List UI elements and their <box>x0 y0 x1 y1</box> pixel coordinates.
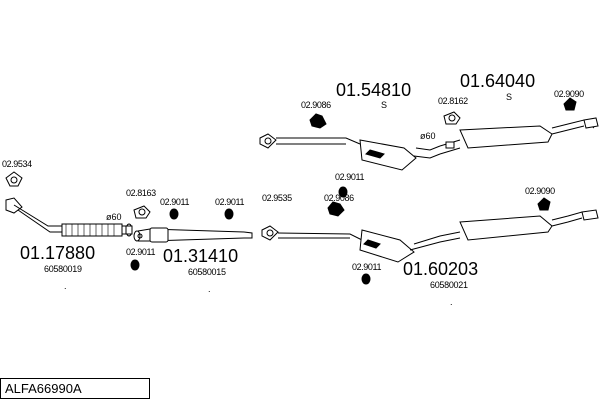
label-02-9086-b: 02.9086 <box>301 100 331 110</box>
dot-1: . <box>64 281 67 291</box>
mounting-rubber-02-9011-c <box>130 259 140 271</box>
label-02-9535: 02.9535 <box>262 193 292 203</box>
model-code: ALFA66990A <box>5 381 82 396</box>
clamp-bottom <box>125 225 133 235</box>
label-02-9011-e: 02.9011 <box>352 262 382 272</box>
mounting-rubber-02-9011-b <box>224 208 234 220</box>
mounting-rubber-02-9011-a <box>169 208 179 220</box>
hanger-02-8162 <box>443 111 461 125</box>
part-code-01-64040: 01.64040 <box>460 71 536 91</box>
clamp-top <box>445 141 455 149</box>
part-code-01-54810: 01.54810 <box>336 80 412 100</box>
middle-pipe-01-31410 <box>133 227 253 243</box>
gasket-02-9534 <box>5 171 23 187</box>
rear-silencer-01-64040 <box>439 117 599 155</box>
part-code-01-60203: 01.60203 <box>403 259 479 279</box>
label-02-9534: 02.9534 <box>2 159 32 169</box>
label-02-9011-c: 02.9011 <box>126 247 156 257</box>
gasket-02-9535 <box>261 225 279 241</box>
part-sub-s-1: S <box>381 100 387 110</box>
dot-3: . <box>450 297 453 307</box>
hanger-02-9090-a <box>537 197 551 211</box>
diameter-label-rear: ø60 <box>420 131 436 141</box>
label-02-8162: 02.8162 <box>438 96 468 106</box>
front-silencer-01-54810 <box>259 133 441 171</box>
part-sub-60580015: 60580015 <box>188 267 226 277</box>
part-sub-s-2: S <box>506 92 512 102</box>
diameter-label-front: ø60 <box>106 212 122 222</box>
part-sub-60580019: 60580019 <box>44 264 82 274</box>
dot-2: . <box>208 284 211 294</box>
label-02-9011-b: 02.9011 <box>215 197 245 207</box>
rear-silencer-01-60203 <box>277 209 599 263</box>
mounting-rubber-02-9011-e <box>361 273 371 285</box>
label-02-8163: 02.8163 <box>126 188 156 198</box>
mounting-rubber-02-9011-d <box>338 186 348 198</box>
model-code-box: ALFA66990A <box>0 378 150 399</box>
label-02-9090-a: 02.9090 <box>525 186 555 196</box>
hanger-02-9086-a <box>327 201 345 217</box>
part-sub-60580021: 60580021 <box>430 280 468 290</box>
label-02-9090-b: 02.9090 <box>554 89 584 99</box>
hanger-02-8163 <box>133 205 151 219</box>
label-02-9011-d: 02.9011 <box>335 172 365 182</box>
label-02-9086-a: 02.9086 <box>324 193 354 203</box>
label-02-9011-a: 02.9011 <box>160 197 190 207</box>
part-code-01-17880: 01.17880 <box>20 243 96 263</box>
part-code-01-31410: 01.31410 <box>163 246 239 266</box>
hanger-02-9086-b <box>309 113 327 129</box>
hanger-02-9090-b <box>563 97 577 111</box>
